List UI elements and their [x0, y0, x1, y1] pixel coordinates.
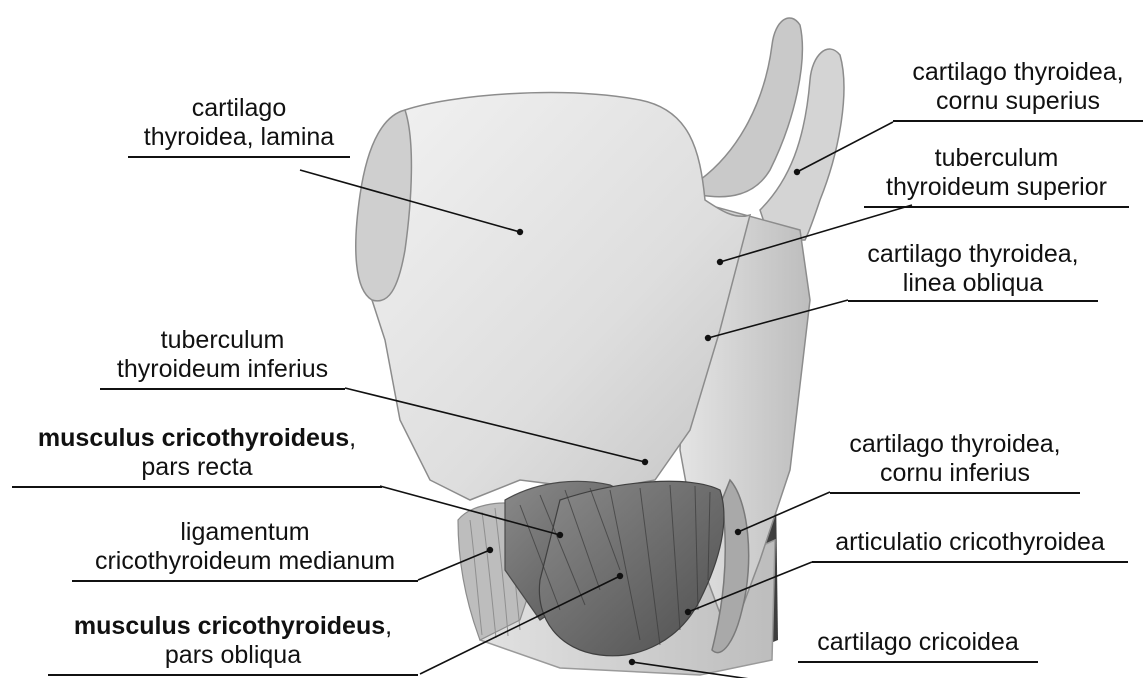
label-line: thyroidea, lamina — [128, 123, 350, 152]
label-line: cartilago cricoidea — [798, 628, 1038, 657]
label-line: musculus cricothyroideus, — [12, 424, 382, 453]
underline — [864, 206, 1129, 208]
label-tuberculum-inferius: tuberculum thyroideum inferius — [100, 326, 345, 384]
label-line: linea obliqua — [848, 269, 1098, 298]
underline — [72, 580, 418, 582]
label-line: tuberculum — [864, 144, 1129, 173]
underline — [12, 486, 382, 488]
label-line: cartilago thyroidea, — [830, 430, 1080, 459]
cornu-superius-anterior — [700, 18, 802, 197]
underline — [48, 674, 418, 676]
label-line: musculus cricothyroideus, — [48, 612, 418, 641]
label-linea-obliqua: cartilago thyroidea, linea obliqua — [848, 240, 1098, 298]
label-ligamentum: ligamentum cricothyroideum medianum — [72, 518, 418, 576]
underline — [798, 661, 1038, 663]
label-line: cartilago — [128, 94, 350, 123]
label-pars-recta: musculus cricothyroideus, pars recta — [12, 424, 382, 482]
label-thyroid-lamina: cartilago thyroidea, lamina — [128, 94, 350, 152]
label-line: pars obliqua — [48, 641, 418, 670]
label-suffix: , — [385, 612, 392, 640]
label-tuberculum-superior: tuberculum thyroideum superior — [864, 144, 1129, 202]
label-articulatio: articulatio cricothyroidea — [812, 528, 1128, 557]
label-line: cornu inferius — [830, 459, 1080, 488]
label-line: articulatio cricothyroidea — [812, 528, 1128, 557]
underline — [893, 120, 1143, 122]
label-cricoidea: cartilago cricoidea — [798, 628, 1038, 657]
label-pars-obliqua: musculus cricothyroideus, pars obliqua — [48, 612, 418, 670]
label-line: cartilago thyroidea, — [848, 240, 1098, 269]
label-line: thyroideum superior — [864, 173, 1129, 202]
label-cornu-superius: cartilago thyroidea, cornu superius — [893, 58, 1143, 116]
underline — [812, 561, 1128, 563]
underline — [848, 300, 1098, 302]
label-line: cricothyroideum medianum — [72, 547, 418, 576]
label-line: tuberculum — [100, 326, 345, 355]
underline — [100, 388, 345, 390]
underline — [830, 492, 1080, 494]
label-suffix: , — [349, 424, 356, 452]
label-line: cornu superius — [893, 87, 1143, 116]
label-cornu-inferius: cartilago thyroidea, cornu inferius — [830, 430, 1080, 488]
label-bold: musculus cricothyroideus — [38, 424, 349, 452]
label-line: cartilago thyroidea, — [893, 58, 1143, 87]
underline — [128, 156, 350, 158]
label-line: pars recta — [12, 453, 382, 482]
label-bold: musculus cricothyroideus — [74, 612, 385, 640]
label-line: thyroideum inferius — [100, 355, 345, 384]
label-line: ligamentum — [72, 518, 418, 547]
